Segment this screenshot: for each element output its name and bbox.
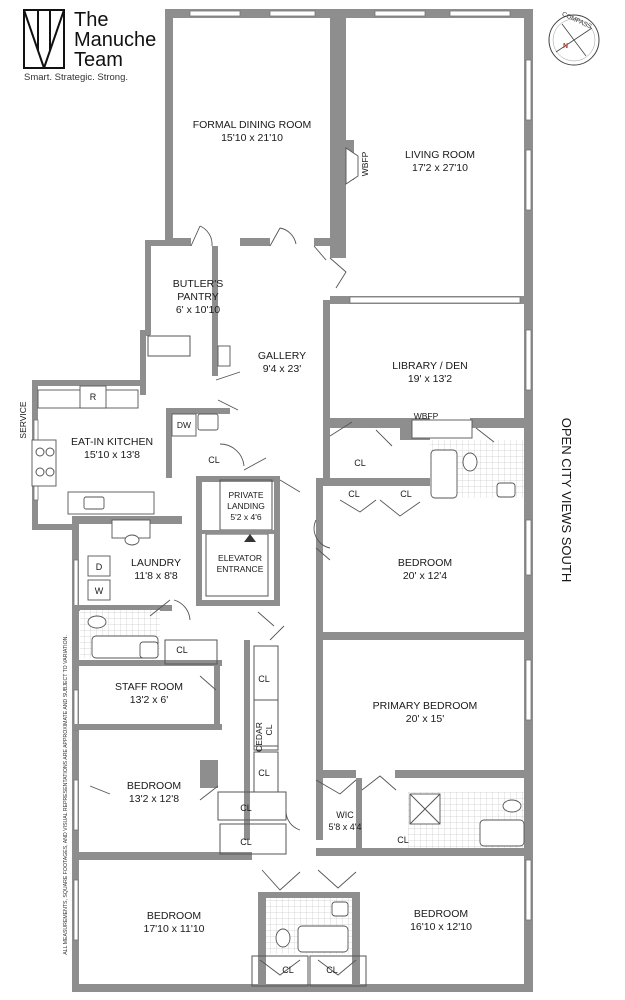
open-city-views-label: OPEN CITY VIEWS SOUTH xyxy=(559,418,574,582)
sink-icon xyxy=(331,901,349,917)
refrigerator-icon xyxy=(79,385,107,409)
logo-title-line3: Team xyxy=(74,49,123,71)
closet-label: CL xyxy=(348,489,360,499)
washer-icon xyxy=(87,579,111,601)
sink-icon xyxy=(197,413,219,431)
sink-icon xyxy=(83,496,105,510)
svg-text:N: N xyxy=(563,43,568,50)
bathtub-icon xyxy=(479,819,525,847)
sink-icon xyxy=(139,641,159,659)
gallery-dims: 9'4 x 23' xyxy=(263,363,301,375)
logo-title-line1: The xyxy=(74,9,108,31)
range-icon xyxy=(31,439,57,487)
bathtub-icon xyxy=(297,925,349,953)
closet-label: CL xyxy=(208,455,220,465)
closet-label: CL xyxy=(176,645,188,655)
wic-name: WIC xyxy=(336,810,354,820)
library-wbfp-label: WBFP xyxy=(414,411,439,421)
closet-label: CL xyxy=(258,674,270,684)
private-landing-name-1: PRIVATE xyxy=(228,490,263,500)
cedar-closet-name-1: CEDAR xyxy=(254,722,264,752)
closet-label: CL xyxy=(326,965,338,975)
kitchen-fixtures xyxy=(31,147,473,601)
cedar-closet-name-2: CL xyxy=(264,724,274,735)
bedroom-east-1-name: BEDROOM xyxy=(398,557,452,569)
elevator-name-1: ELEVATOR xyxy=(218,553,262,563)
bedroom-east-1-dims: 20' x 12'4 xyxy=(403,570,447,582)
closet-label: CL xyxy=(282,965,294,975)
living-wbfp-label: WBFP xyxy=(360,151,370,176)
logo-title-line2: Manuche xyxy=(74,29,156,51)
bedroom-sw-name: BEDROOM xyxy=(147,910,201,922)
logo: The Manuche Team Smart. Strategic. Stron… xyxy=(23,9,156,83)
pantry-cabinet xyxy=(217,345,231,367)
bathtub-icon xyxy=(430,449,458,499)
closet-label: CL xyxy=(240,803,252,813)
bedroom-se-dims: 16'10 x 12'10 xyxy=(410,921,472,933)
laundry-dims: 11'8 x 8'8 xyxy=(134,570,178,582)
closet-label: CL xyxy=(400,489,412,499)
library-dims: 19' x 13'2 xyxy=(408,373,452,385)
bathrooms xyxy=(80,440,525,954)
logo-mark-icon xyxy=(23,9,65,69)
butlers-pantry-name-2: PANTRY xyxy=(177,291,219,303)
washer-label: W xyxy=(95,586,104,596)
closet-label: CL xyxy=(397,835,409,845)
toilet-icon xyxy=(502,799,522,813)
bedroom-sw-dims: 17'10 x 11'10 xyxy=(143,923,204,935)
eat-in-kitchen-dims: 15'10 x 13'8 xyxy=(84,449,140,461)
closet-label: CL xyxy=(240,837,252,847)
eat-in-kitchen-name: EAT-IN KITCHEN xyxy=(71,436,153,448)
dryer-icon xyxy=(87,555,111,577)
sink-icon xyxy=(124,534,140,546)
formal-dining-room-dims: 15'10 x 21'10 xyxy=(221,132,283,144)
logo-tagline: Smart. Strategic. Strong. xyxy=(24,72,128,83)
toilet-icon xyxy=(87,615,107,629)
wic-dims: 5'8 x 4'4 xyxy=(329,822,362,832)
private-landing-dims: 5'2 x 4'6 xyxy=(230,512,261,522)
bedroom-west-1-name: BEDROOM xyxy=(127,780,181,792)
closet-label: CL xyxy=(258,768,270,778)
laundry-name: LAUNDRY xyxy=(131,557,181,569)
dishwasher-label: DW xyxy=(177,420,191,430)
staff-room-dims: 13'2 x 6' xyxy=(130,694,168,706)
living-room-name: LIVING ROOM xyxy=(405,149,475,161)
staff-room-name: STAFF ROOM xyxy=(115,681,183,693)
service-label: SERVICE xyxy=(18,401,28,438)
bedroom-west-1-dims: 13'2 x 12'8 xyxy=(129,793,179,805)
elevator-arrow-icon xyxy=(244,534,256,542)
formal-dining-room-name: FORMAL DINING ROOM xyxy=(193,119,312,131)
primary-bedroom-dims: 20' x 15' xyxy=(406,713,444,725)
library-fireplace-icon xyxy=(411,419,473,439)
doors xyxy=(89,225,495,976)
kitchen-island xyxy=(67,491,155,515)
primary-bedroom-name: PRIMARY BEDROOM xyxy=(373,700,478,712)
closet-labels: CL CL CL CL CL CL CL CL CL CL CL CL xyxy=(176,455,412,975)
refrigerator-label: R xyxy=(90,392,97,402)
disclaimer-text: ALL MEASUREMENTS, SQUARE FOOTAGES, AND V… xyxy=(63,635,69,955)
toilet-icon xyxy=(462,452,478,472)
library-name: LIBRARY / DEN xyxy=(392,360,467,372)
butlers-pantry-dims: 6' x 10'10 xyxy=(176,304,220,316)
dishwasher-icon xyxy=(171,413,197,437)
private-landing-name-2: LANDING xyxy=(227,501,265,511)
living-fireplace-icon xyxy=(345,147,359,185)
butlers-pantry-name-1: BUTLER'S xyxy=(173,278,223,290)
elevator-name-2: ENTRANCE xyxy=(217,564,264,574)
gallery-name: GALLERY xyxy=(258,350,306,362)
bedroom-se-name: BEDROOM xyxy=(414,908,468,920)
toilet-icon xyxy=(275,928,291,948)
closet-label: CL xyxy=(354,458,366,468)
dryer-label: D xyxy=(96,562,103,572)
compass-icon: N COMPASS xyxy=(548,11,600,66)
living-room-dims: 17'2 x 27'10 xyxy=(412,162,468,174)
sink-icon xyxy=(496,482,516,498)
room-labels: FORMAL DINING ROOM 15'10 x 21'10 LIVING … xyxy=(18,119,477,935)
